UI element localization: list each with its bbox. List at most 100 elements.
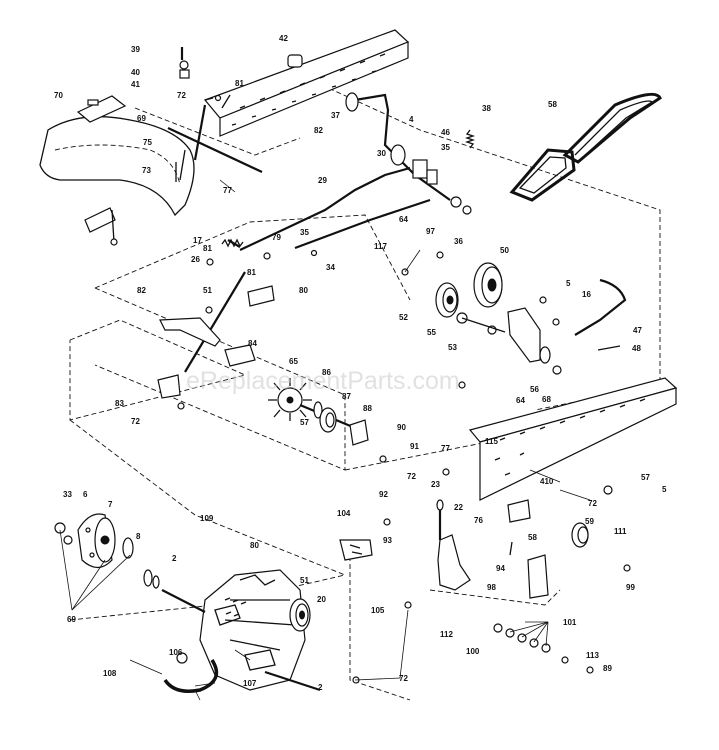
- bolt-stack-39-41: [179, 47, 190, 79]
- part-label-111: 111: [614, 527, 627, 536]
- part-label-30: 30: [377, 149, 386, 158]
- part-label-53: 53: [448, 343, 457, 352]
- part-label-113: 113: [586, 651, 599, 660]
- rods: [184, 93, 627, 373]
- part-label-7: 7: [108, 500, 113, 509]
- part-label-77-b: 77: [441, 444, 450, 453]
- part-label-50: 50: [500, 246, 509, 255]
- part-label-51-b: 51: [300, 576, 309, 585]
- part-label-65: 65: [289, 357, 298, 366]
- part-label-42: 42: [279, 34, 288, 43]
- bracket-70: [76, 95, 127, 123]
- bracket-71: [84, 207, 116, 233]
- part-label-109: 109: [200, 514, 214, 523]
- part-label-20: 20: [317, 595, 326, 604]
- part-label-89: 89: [603, 664, 612, 673]
- part-label-35-b: 35: [300, 228, 309, 237]
- part-label-51-a: 51: [203, 286, 212, 295]
- part-label-29: 29: [318, 176, 327, 185]
- part-label-34: 34: [326, 263, 335, 272]
- part-label-64-b: 64: [516, 396, 525, 405]
- part-label-39-b: 38: [482, 104, 491, 113]
- frame-rail-upper: [203, 29, 410, 137]
- part-label-72-a: 72: [177, 91, 186, 100]
- lever-22: [437, 534, 471, 591]
- bracket-104: [339, 539, 373, 561]
- part-label-33: 33: [63, 490, 72, 499]
- bracket-82: [159, 317, 221, 347]
- pulley-50: [473, 262, 503, 308]
- part-label-36: 36: [454, 237, 463, 246]
- part-label-5-b: 5: [662, 485, 667, 494]
- part-label-72-c: 72: [588, 499, 597, 508]
- part-label-99: 99: [626, 583, 635, 592]
- part-label-64-a: 64: [399, 215, 408, 224]
- bracket-58: [527, 554, 549, 599]
- part-label-37: 37: [331, 111, 340, 120]
- part-label-112: 112: [440, 630, 453, 639]
- part-label-75: 75: [143, 138, 152, 147]
- pulley-51: [289, 598, 311, 632]
- frame-rail-lower: [468, 377, 678, 501]
- part-label-69-b: 69: [67, 615, 76, 624]
- part-label-39-a: 39: [131, 45, 140, 54]
- part-label-88: 88: [363, 404, 372, 413]
- part-label-73-a: 73: [142, 166, 151, 175]
- washers-97-36: [450, 196, 472, 215]
- part-label-107: 107: [243, 679, 257, 688]
- part-label-2-b: 2: [318, 683, 323, 692]
- part-label-77-a: 77: [223, 186, 232, 195]
- part-label-69-a: 69: [137, 114, 146, 123]
- part-label-83: 83: [115, 399, 124, 408]
- washers-hub: [54, 522, 160, 589]
- part-label-81-a: 81: [235, 79, 244, 88]
- part-label-410: 410: [540, 477, 554, 486]
- part-label-58: 58: [528, 533, 537, 542]
- watermark-text: eReplacementParts.com: [186, 367, 460, 395]
- part-label-47: 47: [633, 326, 642, 335]
- part-label-106: 106: [169, 648, 183, 657]
- part-label-98: 98: [487, 583, 496, 592]
- plate-76: [507, 499, 531, 523]
- part-label-94: 94: [496, 564, 505, 573]
- part-label-115: 115: [485, 437, 498, 446]
- part-label-80-a: 80: [299, 286, 308, 295]
- part-labels: 39 40 41 42 70 72 81 69 75 73 77 82 37 3…: [54, 34, 667, 692]
- washers-101: [493, 623, 551, 653]
- idler-37: [345, 92, 359, 112]
- spring-17: [221, 238, 244, 248]
- part-label-82-b: 82: [137, 286, 146, 295]
- transaxle: [161, 569, 321, 692]
- spring-39: [464, 129, 476, 149]
- fan-86: [268, 378, 312, 421]
- part-label-68: 68: [542, 395, 551, 404]
- part-label-16: 16: [582, 290, 591, 299]
- part-label-48: 48: [632, 344, 641, 353]
- part-label-72-d: 72: [407, 472, 416, 481]
- part-label-90: 90: [397, 423, 406, 432]
- part-label-76: 76: [474, 516, 483, 525]
- part-label-105: 105: [371, 606, 385, 615]
- part-label-93: 93: [383, 536, 392, 545]
- small-fasteners: [175, 94, 631, 684]
- part-label-70: 70: [54, 91, 63, 100]
- part-label-101: 101: [563, 618, 577, 627]
- part-label-72-b: 72: [131, 417, 140, 426]
- part-label-26: 26: [191, 255, 200, 264]
- part-label-5-a: 5: [566, 279, 571, 288]
- part-label-117: 117: [374, 242, 387, 251]
- bracket-83: [157, 374, 181, 399]
- part-label-17: 17: [193, 236, 202, 245]
- belt-56: [509, 92, 662, 202]
- part-label-59: 59: [585, 517, 594, 526]
- part-label-92: 92: [379, 490, 388, 499]
- part-label-81-b: 81: [203, 244, 212, 253]
- part-label-72-e: 72: [399, 674, 408, 683]
- spacer-42: [287, 54, 303, 68]
- part-label-79: 79: [272, 233, 281, 242]
- leader-lines: [59, 179, 591, 701]
- washers-55-53: [456, 312, 562, 375]
- bushing-111: [571, 522, 589, 548]
- part-label-57-a: 57: [300, 418, 309, 427]
- part-label-4: 4: [409, 115, 414, 124]
